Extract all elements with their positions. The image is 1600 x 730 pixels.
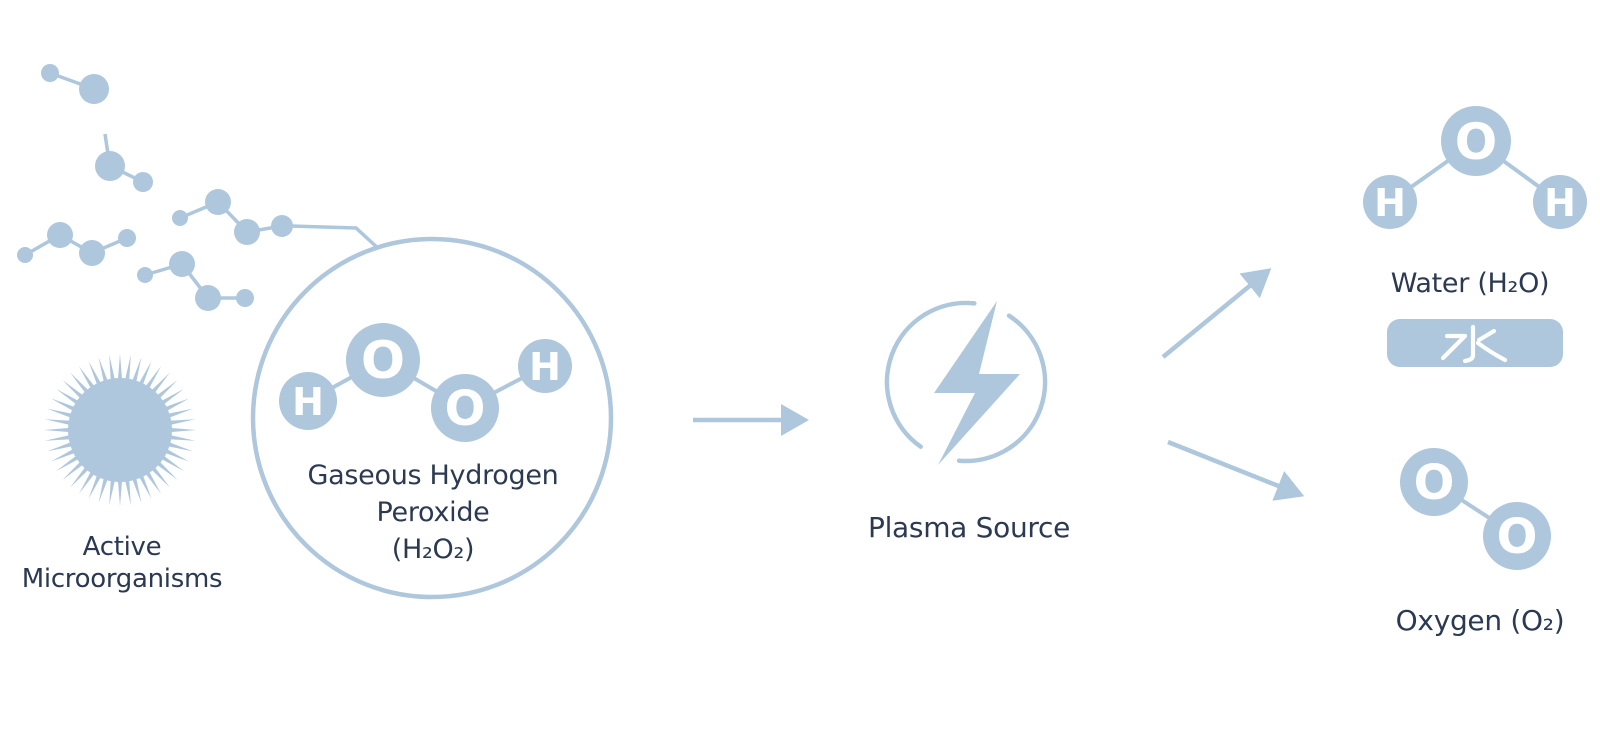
arrow-up-right-icon <box>1161 268 1272 359</box>
h2o2-name-line1: Gaseous Hydrogen <box>307 460 559 491</box>
oxygen-label: Oxygen (O₂) <box>1395 604 1565 637</box>
atom-o: O <box>361 331 405 391</box>
h2o2-label: Gaseous Hydrogen Peroxide (H₂O₂) <box>308 457 559 568</box>
h2o2-name-line2: Peroxide <box>376 497 490 528</box>
water-label: Water (H₂O) <box>1390 268 1550 299</box>
water-cjk-badge <box>1387 319 1563 367</box>
starburst-icon <box>44 354 196 506</box>
atom-h: H <box>1544 181 1576 225</box>
active-microorganisms-line1: Active <box>82 532 162 562</box>
plasma-source-label: Plasma Source <box>867 511 1071 544</box>
lightning-bolt-circle-icon <box>884 300 1048 465</box>
h2o2-zoom-circle <box>250 236 614 600</box>
atom-h: H <box>529 345 561 389</box>
atom-h: H <box>292 380 324 424</box>
h2o2-formula: (H₂O₂) <box>391 534 475 565</box>
h2o2-molecule: H O O H <box>279 323 572 442</box>
atom-o: O <box>445 381 486 437</box>
atom-o: O <box>1414 455 1455 511</box>
atom-h: H <box>1374 181 1406 225</box>
active-microorganisms-line2: Microorganisms <box>21 564 223 594</box>
water-cjk-glyph <box>1440 324 1508 364</box>
atom-o: O <box>1497 509 1538 565</box>
atom-o: O <box>1455 113 1498 171</box>
oxygen-molecule: O O <box>1400 448 1551 570</box>
arrow-down-right-icon <box>1167 439 1305 501</box>
lightning-bolt <box>934 301 1020 465</box>
molecule-chain-icon <box>17 64 382 311</box>
water-molecule: O H H <box>1363 106 1587 229</box>
active-microorganisms-label: Active Microorganisms <box>21 531 223 595</box>
